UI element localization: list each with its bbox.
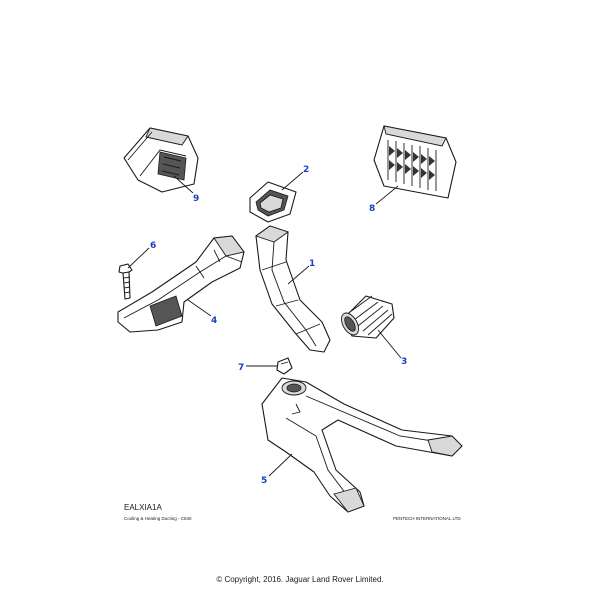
- copyright-notice: © Copyright, 2016. Jaguar Land Rover Lim…: [216, 575, 384, 584]
- callout-8: 8: [369, 204, 375, 214]
- diagram-caption: Cooling & Heating Ducting - C840: [124, 516, 192, 521]
- part-2-duct-seal[interactable]: [249, 181, 297, 223]
- part-1-riser-duct[interactable]: [255, 225, 331, 353]
- part-8-vent-grille[interactable]: [373, 125, 457, 199]
- callout-5: 5: [261, 476, 267, 486]
- part-4-console-duct[interactable]: [117, 235, 245, 333]
- part-3-bellows-hose[interactable]: [338, 295, 395, 339]
- part-6-bolt[interactable]: [118, 263, 133, 300]
- leader-lines: [127, 171, 402, 477]
- diagram-code: EALXIA1A: [124, 503, 162, 512]
- callout-4: 4: [211, 316, 217, 326]
- part-9-vent-outlet[interactable]: [123, 127, 199, 193]
- part-5-rear-floor-duct[interactable]: [261, 377, 463, 513]
- callout-3: 3: [401, 357, 407, 367]
- callout-6: 6: [150, 241, 156, 251]
- callout-2: 2: [303, 165, 309, 175]
- callout-1: 1: [309, 259, 315, 269]
- part-7-clip[interactable]: [276, 357, 293, 375]
- callout-7: 7: [238, 363, 244, 373]
- callout-9: 9: [193, 194, 199, 204]
- diagram-publisher: PENTECH INTERNATIONAL LTD: [393, 516, 461, 521]
